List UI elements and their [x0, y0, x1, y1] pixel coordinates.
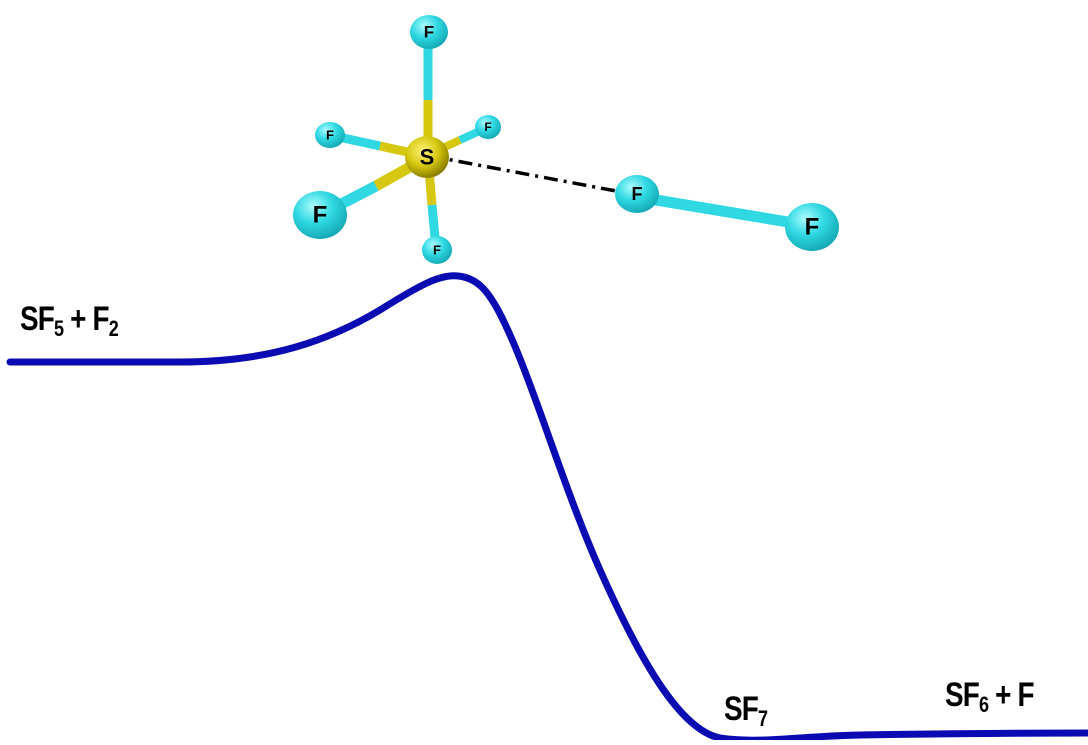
svg-text:F: F — [424, 23, 434, 42]
atom-f-top: F — [410, 15, 448, 49]
bond-s-f-dashed — [429, 154, 633, 196]
svg-text:F: F — [632, 184, 643, 204]
svg-text:F: F — [805, 214, 820, 241]
svg-text:F: F — [313, 202, 328, 229]
svg-text:F: F — [326, 128, 334, 143]
reactants-label: SF5 + F2 — [20, 300, 119, 341]
bond-f-f — [626, 190, 818, 232]
svg-text:F: F — [484, 120, 491, 134]
intermediate-label: SF7 — [724, 690, 768, 731]
atom-f-upper-right: F — [475, 115, 501, 139]
svg-text:F: F — [433, 243, 441, 258]
atom-f-bottom: F — [422, 236, 452, 264]
energy-curve — [6, 272, 1088, 744]
atom-f-terminal: F — [785, 203, 839, 251]
svg-text:S: S — [420, 145, 435, 170]
atom-f-left: F — [315, 122, 345, 148]
atom-s: S — [405, 136, 449, 178]
atom-f-attacking: F — [615, 175, 659, 213]
atom-f-lower-left: F — [293, 191, 347, 239]
products-label: SF6 + F — [945, 676, 1035, 717]
transition-state-molecule: F F F F S F F — [293, 15, 839, 264]
